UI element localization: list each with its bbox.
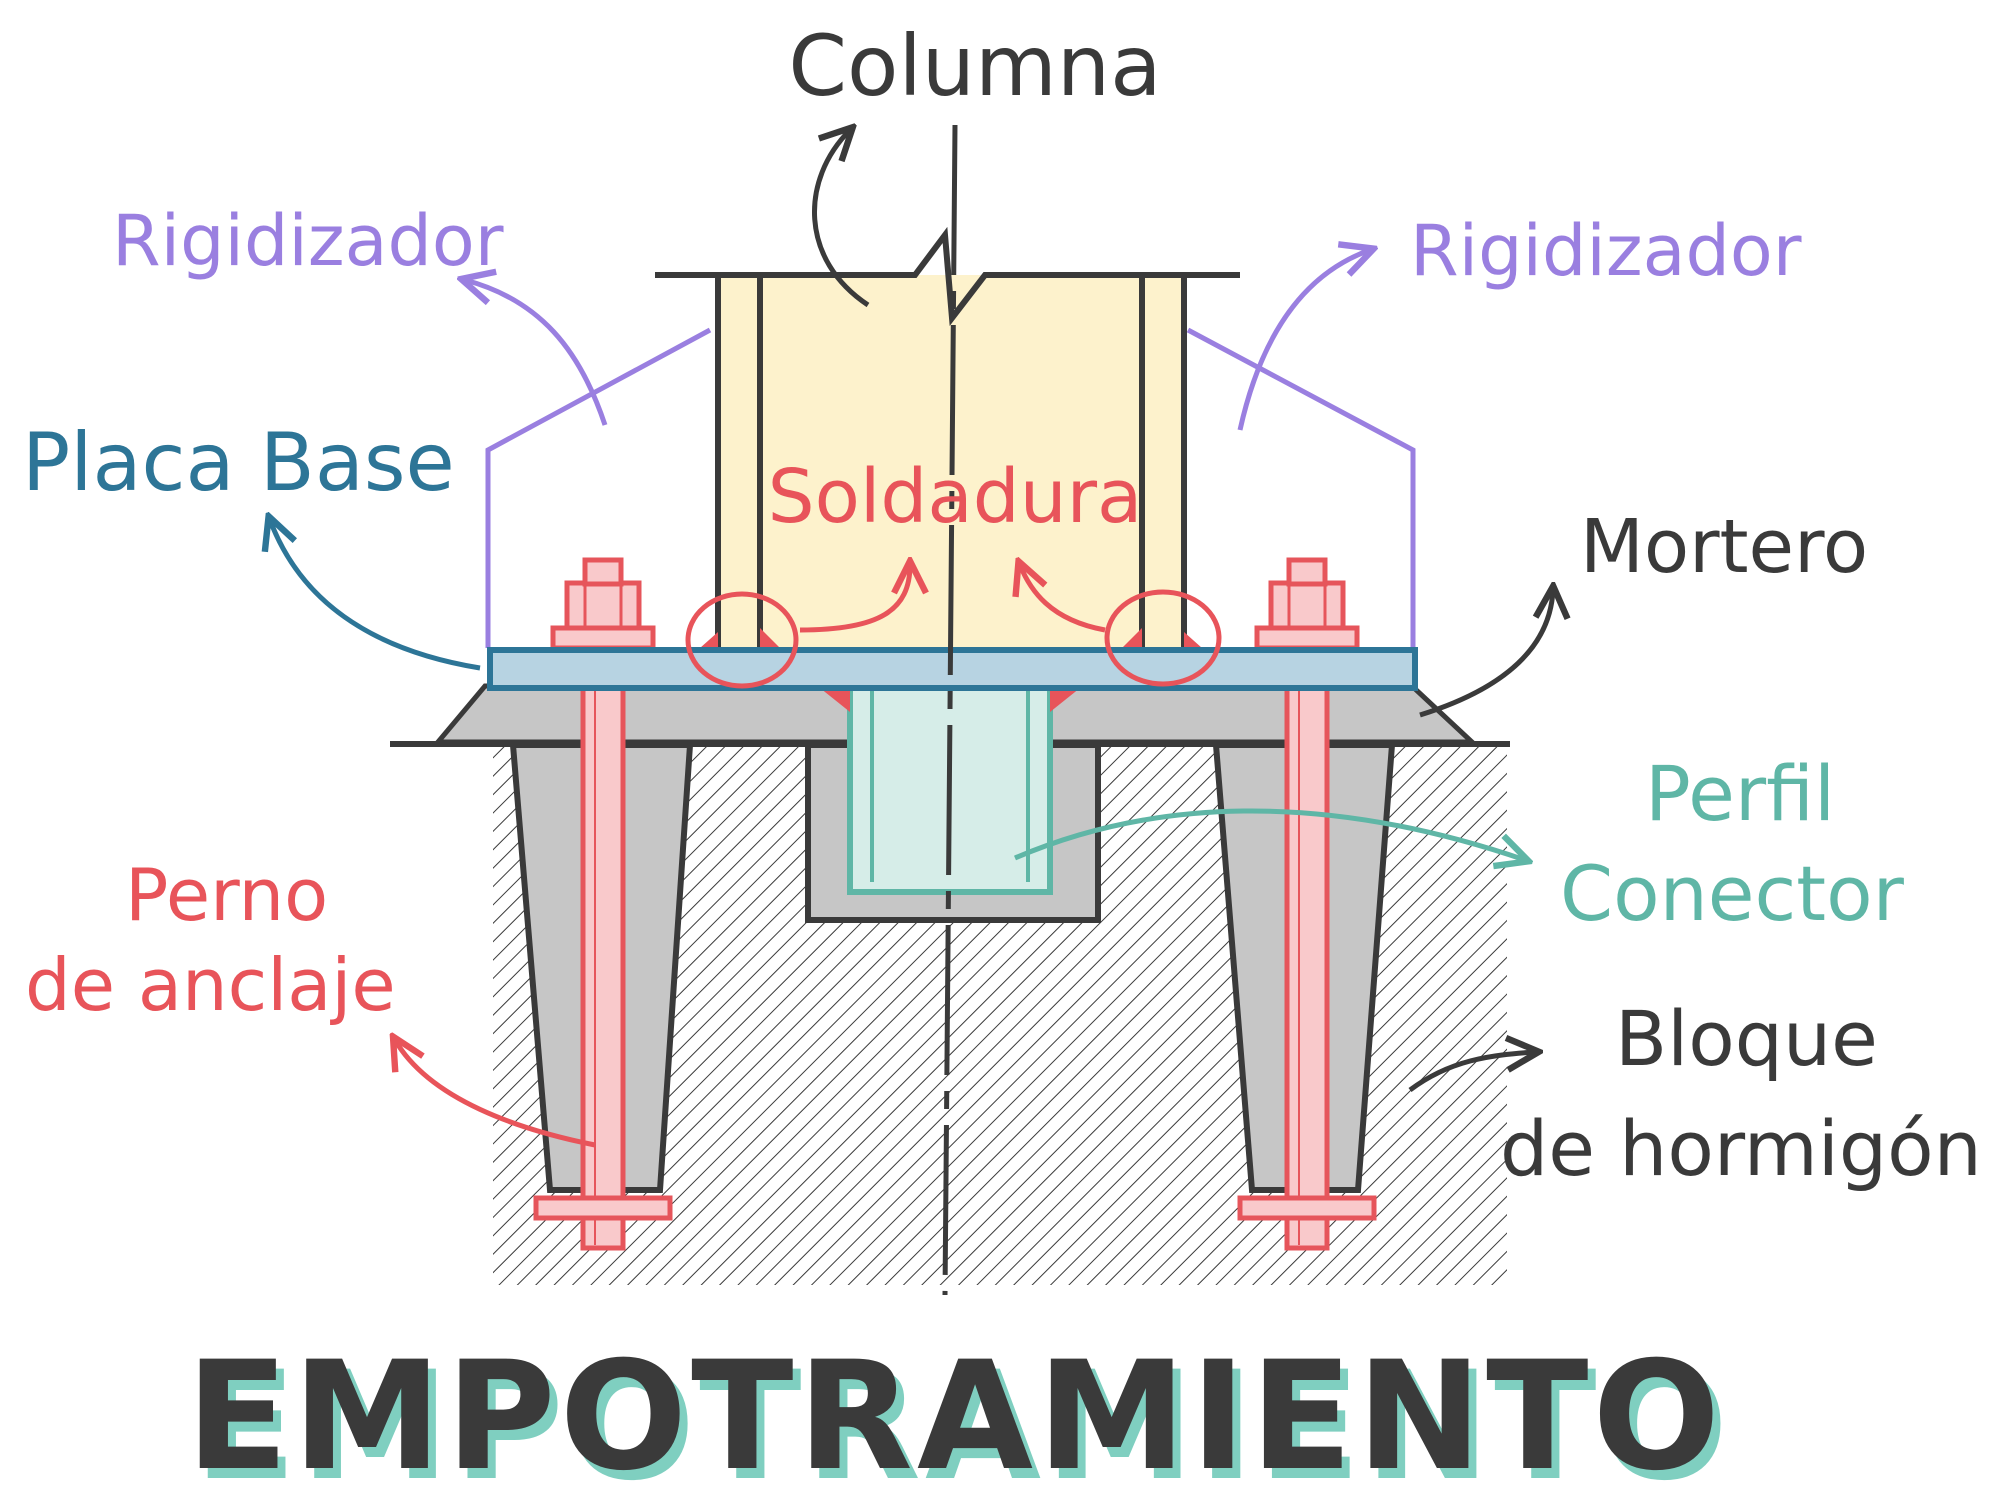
label-soldadura: Soldadura <box>768 454 1143 540</box>
anchor-washer-right <box>1237 1195 1377 1221</box>
column-break-line <box>655 226 1240 326</box>
label-placa-base: Placa Base <box>22 416 455 509</box>
weld-right <box>1122 628 1142 648</box>
arrow-columna <box>812 130 870 308</box>
arrow-bloque-hormigon <box>1408 1052 1535 1093</box>
anchor-bolt-right <box>1237 557 1377 1251</box>
title-shadow: EMPOTRAMIENTO <box>194 1340 1732 1512</box>
stiffener-left <box>485 327 712 648</box>
label-perfil: Perfil <box>1645 749 1835 838</box>
label-bloque: Bloque <box>1615 994 1878 1083</box>
anchor-washer-left <box>533 1195 673 1221</box>
weld-circle-left <box>685 591 799 689</box>
anchor-nut-left <box>564 580 642 631</box>
arrow-soldadura-right <box>1020 565 1106 633</box>
weld-left <box>760 628 780 648</box>
arrow-rigidizador-left <box>465 280 608 426</box>
arrow-rigidizador-right <box>1237 250 1370 431</box>
arrow-mortero <box>1419 590 1553 718</box>
arrow-placa-base <box>270 520 481 671</box>
arrow-soldadura-left <box>799 565 910 633</box>
weld-circle-right <box>1104 589 1222 687</box>
title: EMPOTRAMIENTO <box>186 1330 1724 1504</box>
label-de-anclaje: de anclaje <box>25 943 396 1027</box>
center-axis-line <box>942 124 958 1296</box>
column <box>655 226 1240 648</box>
arrow-perno-anclaje <box>395 1040 596 1148</box>
label-mortero: Mortero <box>1580 504 1868 590</box>
connector-weld-left <box>820 688 850 712</box>
anchor-nut-right <box>1268 580 1346 631</box>
label-rigidizador-right: Rigidizador <box>1410 210 1802 292</box>
label-conector: Conector <box>1560 849 1905 938</box>
label-rigidizador-left: Rigidizador <box>112 200 504 282</box>
stiffener-right <box>1186 327 1416 648</box>
label-de-hormigon: de hormigón <box>1500 1104 1982 1193</box>
arrow-perfil-conector <box>1014 808 1525 860</box>
label-columna: Columna <box>788 17 1161 115</box>
connector-weld-right <box>1050 688 1080 712</box>
label-perno: Perno <box>125 853 328 937</box>
